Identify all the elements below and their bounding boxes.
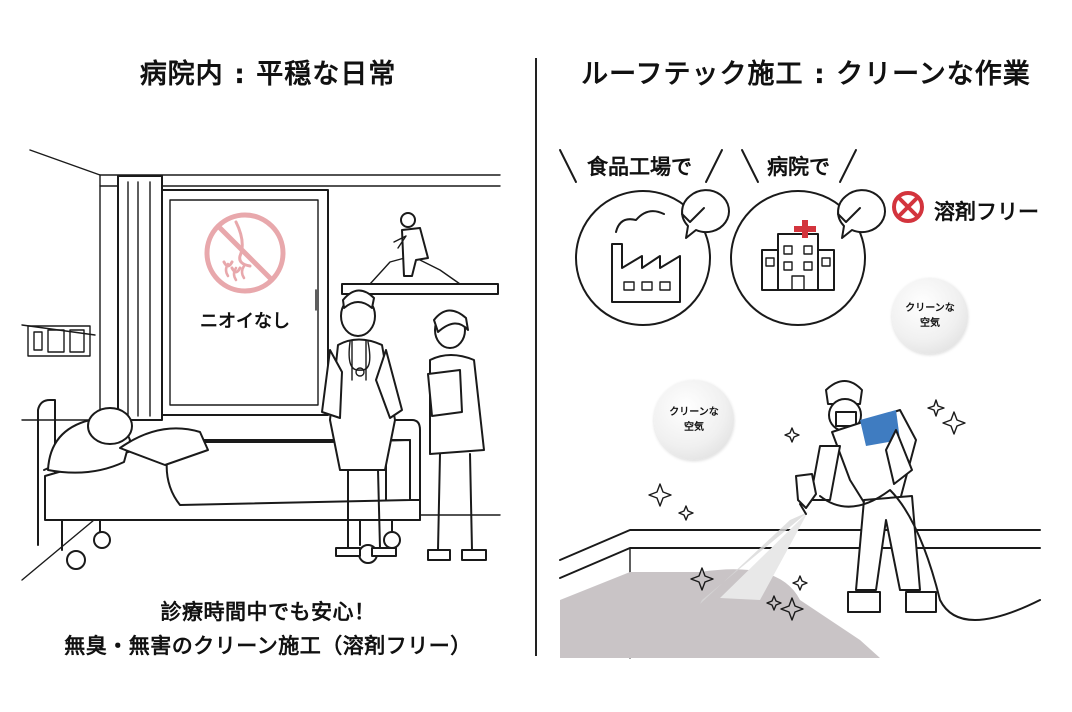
clean-air-text-1: クリーンな — [905, 303, 955, 314]
left-panel-title: 病院内 : 平穏な日常 — [139, 59, 397, 90]
clean-air-text-3: クリーンな — [669, 407, 719, 418]
check-icon — [681, 189, 886, 239]
caption-line-1: 診療時間中でも安心！ — [160, 600, 376, 624]
cross-circle-icon — [892, 191, 924, 223]
solvent-free-label: 溶剤フリー — [934, 200, 1039, 224]
wall-panel — [27, 325, 91, 357]
roof-surface — [559, 512, 1041, 659]
nurse — [427, 309, 487, 561]
doctor — [321, 289, 403, 557]
curtain — [117, 175, 163, 421]
clean-air-text-4: 空気 — [684, 422, 704, 433]
rooftop-worker-small — [341, 212, 499, 295]
caption-line-2: 無臭・無害のクリーン施工（溶剤フリー） — [64, 634, 472, 658]
clean-air-orb-2: クリーンな 空気 — [654, 380, 734, 460]
clean-air-orb-1: クリーンな 空気 — [892, 278, 968, 354]
clean-air-text-2: 空気 — [920, 318, 940, 329]
hospital-room-illustration — [21, 149, 501, 581]
factory-label: 食品工場で — [587, 155, 692, 179]
no-odor-label: ニオイなし — [200, 311, 290, 332]
no-odor-icon — [204, 212, 286, 294]
spray-worker — [795, 380, 1041, 621]
label-ticks — [559, 149, 857, 183]
hospital-icon — [730, 190, 866, 326]
factory-icon — [575, 190, 711, 326]
hospital-label: 病院で — [767, 155, 830, 179]
panel-divider — [535, 58, 537, 656]
sparkle-icon — [648, 399, 966, 621]
right-panel-title: ルーフテック施工 : クリーンな作業 — [581, 59, 1031, 90]
